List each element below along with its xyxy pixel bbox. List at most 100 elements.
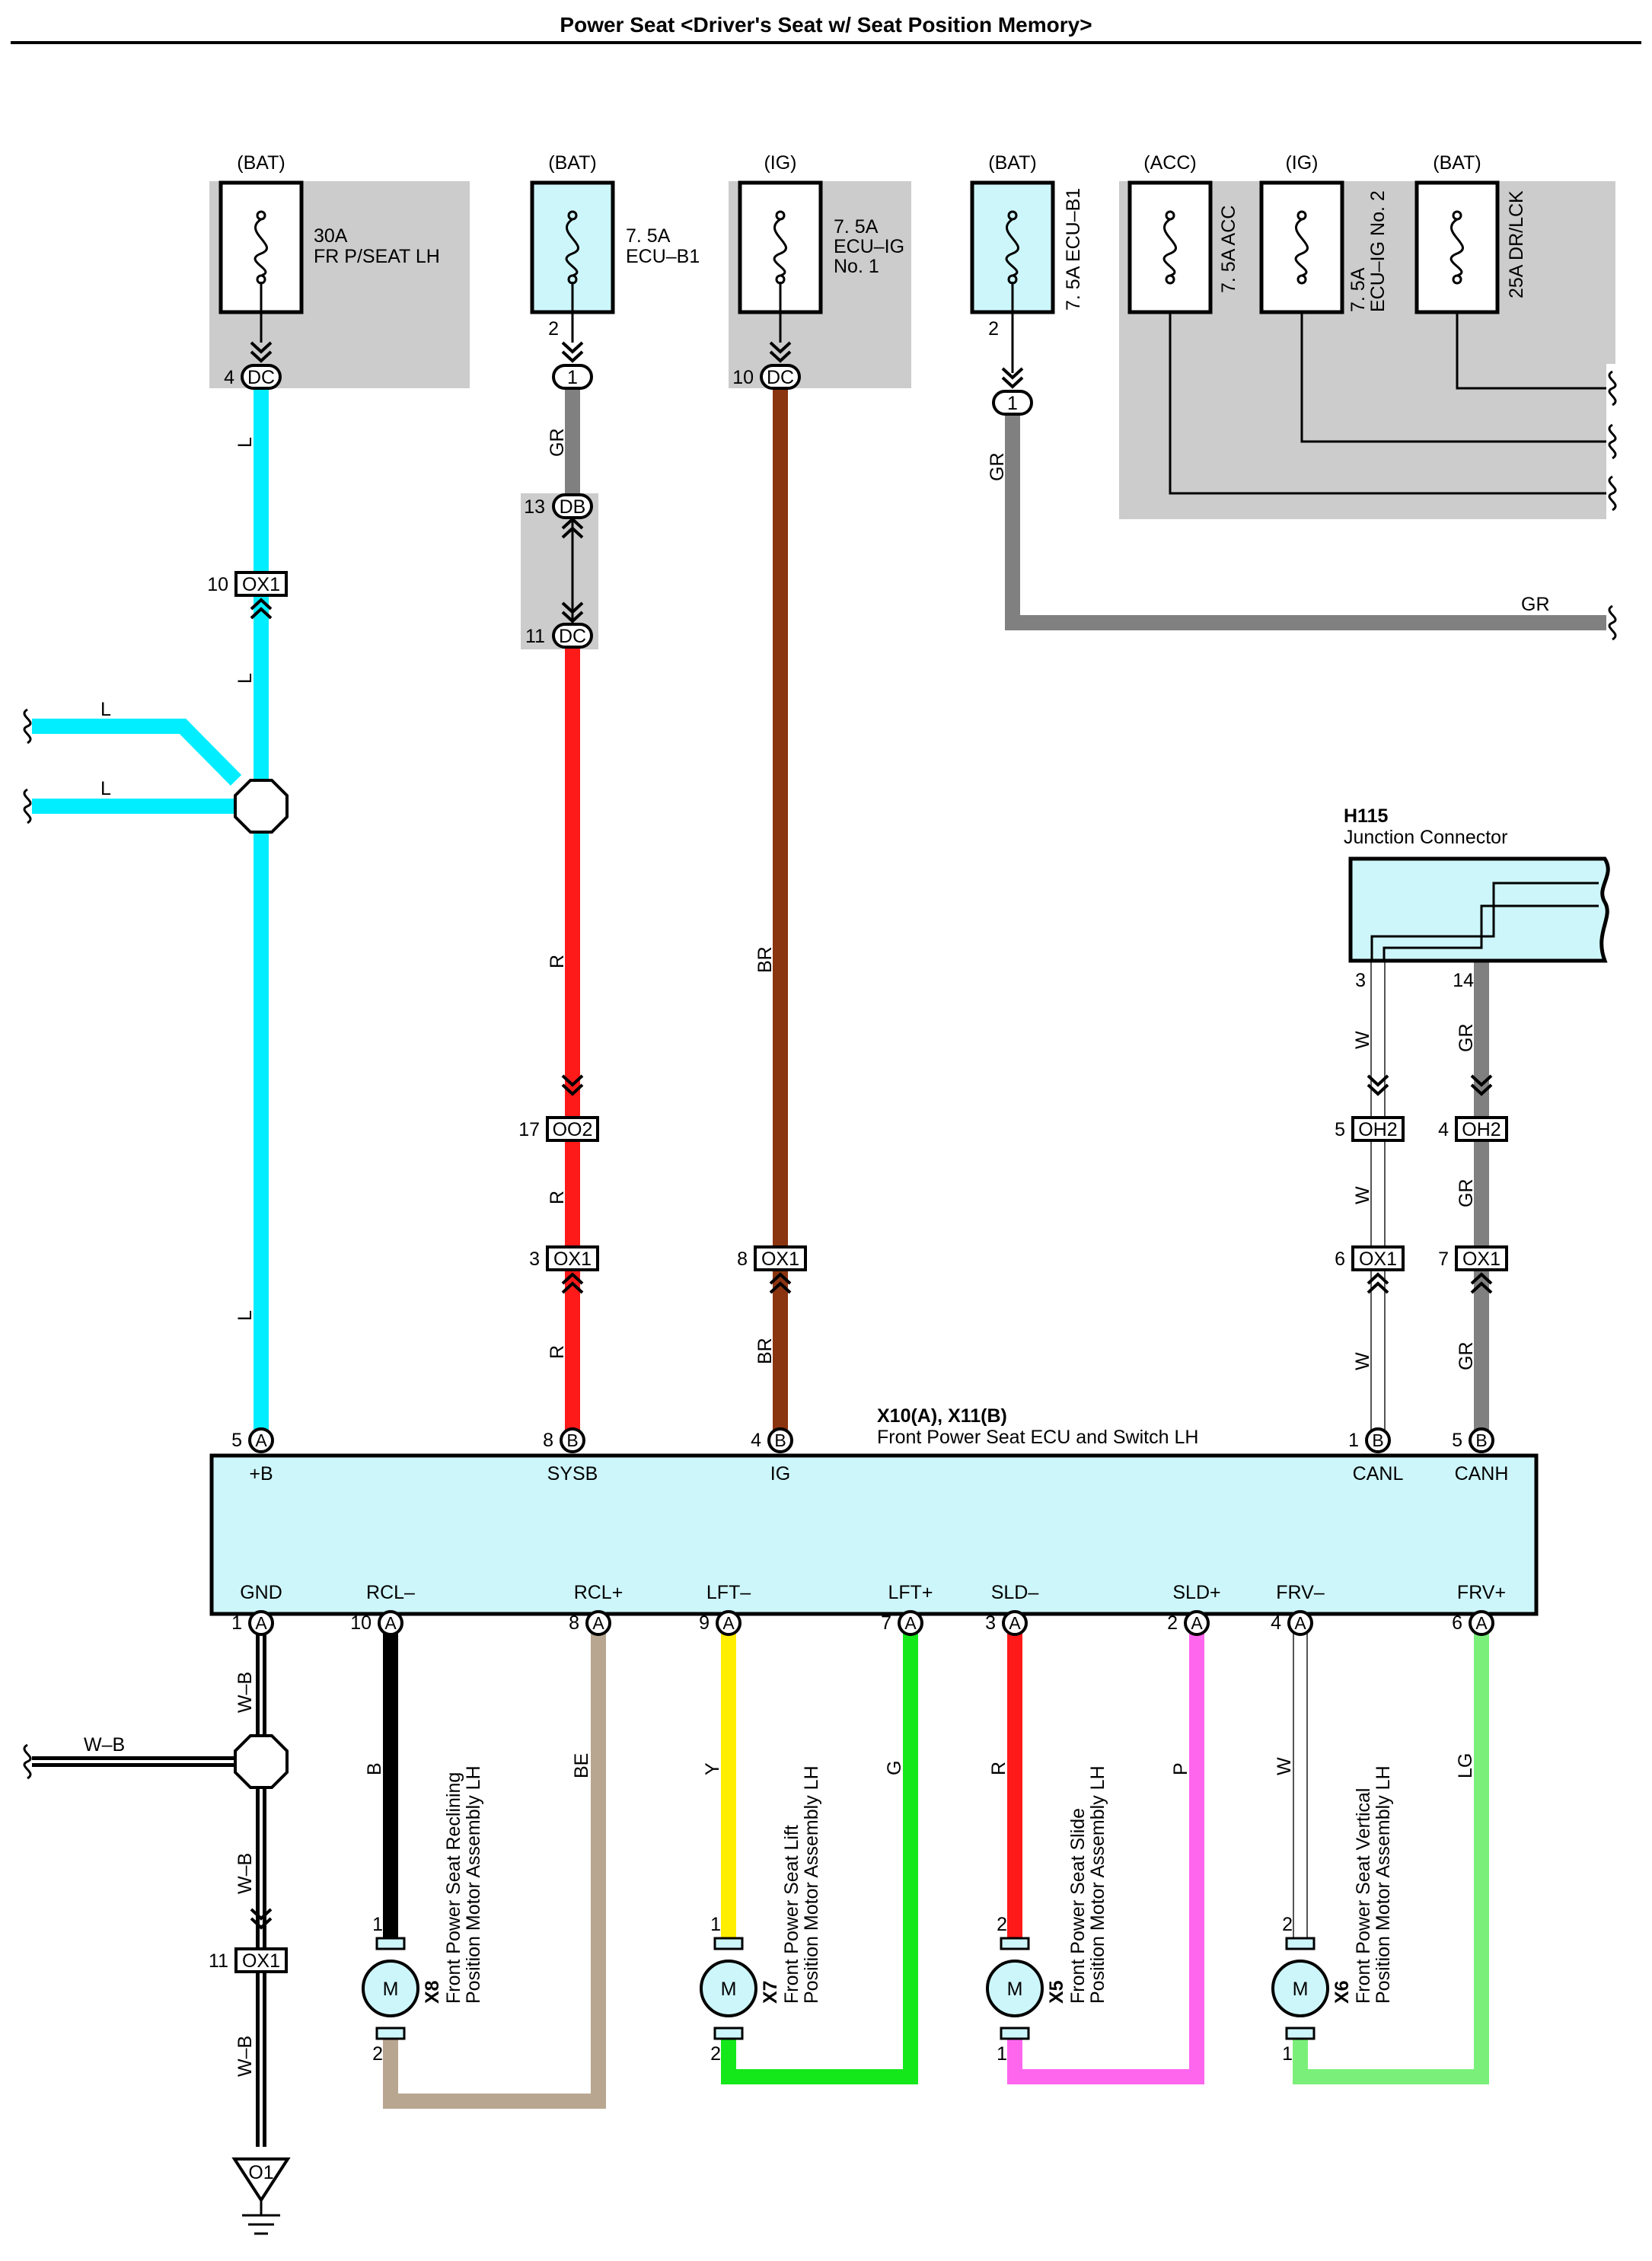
- fuse-4: (BAT) 7. 5A ECU–B1 2: [970, 152, 1084, 388]
- ground-symbol: O1: [231, 2157, 291, 2235]
- wire-label-gr-3: GR: [1521, 594, 1550, 615]
- wire-label-p: P: [1170, 1762, 1191, 1775]
- wire-label-w-frv: W: [1274, 1757, 1295, 1775]
- wire-label-br-1: BR: [754, 946, 776, 973]
- svg-text:1: 1: [997, 2043, 1007, 2065]
- conn-1-gr2: 1: [992, 390, 1033, 416]
- svg-text:1: 1: [1282, 2043, 1293, 2065]
- svg-text:SYSB: SYSB: [547, 1463, 598, 1484]
- svg-text:A: A: [255, 1430, 267, 1450]
- wire-label-gr-2: GR: [987, 453, 1008, 482]
- svg-text:1: 1: [1007, 393, 1018, 414]
- svg-text:(BAT): (BAT): [1433, 152, 1481, 174]
- svg-text:2: 2: [1282, 1914, 1293, 1935]
- svg-text:A: A: [1009, 1613, 1021, 1633]
- svg-text:OX1: OX1: [242, 574, 280, 595]
- motor-x6: M 2 1 X6 Front Power Seat Vertical Posit…: [1271, 1765, 1394, 2065]
- wire-p: [1007, 1623, 1204, 2084]
- svg-text:8: 8: [737, 1248, 748, 1270]
- svg-text:B: B: [566, 1430, 578, 1450]
- wire-label-l-5: L: [100, 778, 111, 799]
- wire-g: [721, 1623, 918, 2084]
- svg-text:2: 2: [988, 318, 999, 340]
- motor-x7: M 1 2 X7 Front Power Seat Lift Position …: [700, 1765, 822, 2065]
- svg-text:(IG): (IG): [764, 152, 796, 174]
- wire-l-branch-1: [32, 719, 242, 786]
- svg-text:Position Motor Assembly LH: Position Motor Assembly LH: [1087, 1765, 1108, 2004]
- svg-text:X8: X8: [422, 1980, 443, 2004]
- svg-text:B: B: [774, 1430, 786, 1450]
- wire-label-lg: LG: [1455, 1753, 1476, 1778]
- conn-dc: DC 11: [525, 623, 593, 649]
- wire-label-r-sld: R: [988, 1762, 1009, 1775]
- svg-text:ECU–B1: ECU–B1: [626, 246, 700, 267]
- svg-text:DB: DB: [560, 496, 586, 518]
- svg-text:7. 5A ACC: 7. 5A ACC: [1218, 206, 1239, 293]
- svg-text:2: 2: [1167, 1612, 1178, 1634]
- svg-text:14: 14: [1453, 970, 1474, 991]
- svg-text:A: A: [1191, 1613, 1203, 1633]
- wire-label-gr-6: GR: [1456, 1342, 1477, 1371]
- svg-text:7: 7: [881, 1612, 891, 1634]
- svg-text:+B: +B: [249, 1463, 273, 1484]
- svg-text:(BAT): (BAT): [237, 152, 285, 174]
- ecu-pin-ig: B 4 IG: [751, 1427, 793, 1484]
- conn-dc-l: DC 4: [224, 364, 282, 390]
- svg-text:M: M: [383, 1979, 399, 2000]
- splice-l: [234, 779, 289, 834]
- conn-oo2: OO2 17: [518, 1074, 599, 1142]
- svg-text:LFT+: LFT+: [888, 1582, 933, 1603]
- svg-text:OH2: OH2: [1462, 1119, 1501, 1140]
- svg-text:H115: H115: [1344, 805, 1388, 827]
- svg-text:2: 2: [372, 2043, 383, 2065]
- svg-text:7. 5A: 7. 5A: [626, 225, 671, 247]
- wire-label-wb-1: W–B: [234, 1672, 256, 1713]
- svg-text:1: 1: [710, 1914, 721, 1935]
- svg-text:2: 2: [710, 2043, 721, 2065]
- svg-text:(IG): (IG): [1285, 152, 1318, 174]
- svg-text:ECU–IG: ECU–IG: [834, 236, 904, 257]
- svg-text:1: 1: [567, 367, 578, 388]
- svg-text:Front Power Seat Lift: Front Power Seat Lift: [781, 1825, 802, 2004]
- svg-text:OX1: OX1: [761, 1248, 799, 1270]
- svg-text:SLD+: SLD+: [1172, 1582, 1220, 1603]
- svg-text:DC: DC: [247, 367, 275, 388]
- svg-text:11: 11: [525, 626, 545, 647]
- svg-text:A: A: [592, 1613, 604, 1633]
- svg-text:CANL: CANL: [1353, 1463, 1404, 1484]
- ecu-name: Front Power Seat ECU and Switch LH: [877, 1427, 1198, 1448]
- svg-text:B: B: [1475, 1430, 1487, 1450]
- conn-ox1-w: OX1 6: [1335, 1245, 1405, 1294]
- svg-text:Junction Connector: Junction Connector: [1344, 827, 1507, 848]
- svg-text:10: 10: [350, 1612, 372, 1634]
- svg-text:OO2: OO2: [553, 1119, 593, 1140]
- fuse-6: (IG) 7. 5A ECU–IG No. 2: [1259, 152, 1389, 314]
- svg-text:7: 7: [1438, 1248, 1449, 1270]
- svg-text:4: 4: [1271, 1612, 1281, 1634]
- svg-text:7. 5A ECU–B1: 7. 5A ECU–B1: [1063, 188, 1084, 311]
- svg-text:FRV+: FRV+: [1457, 1582, 1506, 1603]
- svg-text:3: 3: [1355, 970, 1366, 991]
- svg-text:9: 9: [699, 1612, 710, 1634]
- svg-text:M: M: [1007, 1979, 1023, 2000]
- motor-x5: M 2 1 X5 Front Power Seat Slide Position…: [986, 1765, 1108, 2065]
- conn-ox1-gnd: OX1 11: [209, 1908, 288, 1973]
- ecu-pin-frv-minus: FRV– A 4: [1271, 1582, 1325, 1636]
- fuse-2: (BAT) 7. 5A ECU–B1 2: [530, 152, 700, 362]
- svg-text:CANH: CANH: [1455, 1463, 1509, 1484]
- svg-text:7. 5A: 7. 5A: [1347, 267, 1369, 312]
- svg-text:11: 11: [209, 1950, 228, 1972]
- svg-text:M: M: [721, 1979, 737, 2000]
- ecu-pin-sld-minus: SLD– A 3: [985, 1582, 1038, 1636]
- ecu-pin-sysb: B 8 SYSB: [543, 1427, 598, 1484]
- svg-text:A: A: [255, 1613, 267, 1633]
- wire-acc: [1169, 314, 1606, 495]
- svg-text:X6: X6: [1331, 1980, 1353, 2004]
- wire-label-r-1: R: [547, 955, 568, 968]
- motor-x8: M 1 2 X8 Front Power Seat Reclining Posi…: [362, 1765, 484, 2065]
- svg-text:RCL+: RCL+: [574, 1582, 623, 1603]
- svg-text:A: A: [1475, 1613, 1488, 1633]
- wire-ig2: [1300, 314, 1606, 443]
- wire-label-l-4: L: [100, 699, 111, 720]
- conn-ox1-br: OX1 8: [737, 1245, 807, 1294]
